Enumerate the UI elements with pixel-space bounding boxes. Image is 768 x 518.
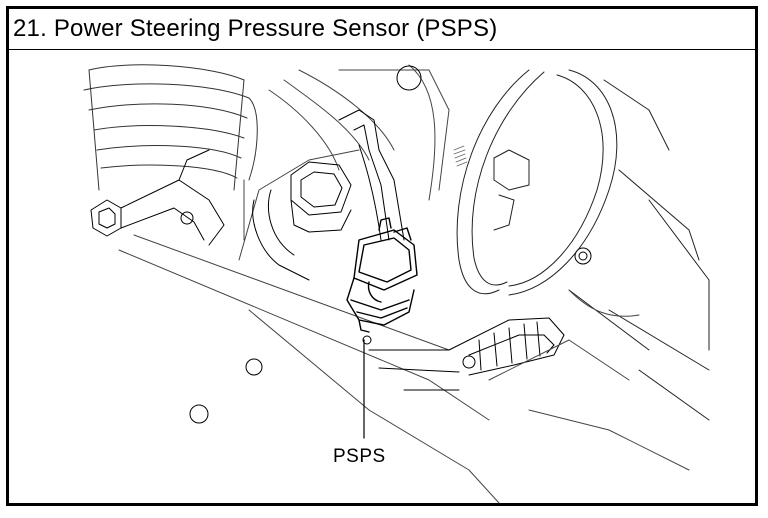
hose-fitting — [368, 317, 565, 391]
title-bar: 21. Power Steering Pressure Sensor (PSPS… — [9, 9, 755, 50]
filter-housing — [83, 64, 258, 191]
mounting-holes — [189, 65, 592, 424]
lower-right-housing — [488, 289, 690, 471]
drive-pulley — [456, 69, 710, 421]
engine-line-drawing — [83, 64, 710, 503]
pressure-line — [338, 109, 405, 241]
engine-block-lines — [118, 64, 500, 503]
hatch-marks — [453, 145, 468, 167]
psps-sensor-body — [346, 217, 418, 333]
psps-callout-label: PSPS — [333, 446, 386, 467]
page-title: 21. Power Steering Pressure Sensor (PSPS… — [13, 15, 498, 42]
diagram-frame: 21. Power Steering Pressure Sensor (PSPS… — [6, 6, 758, 506]
left-bracket-bolt — [90, 149, 225, 246]
center-nut — [252, 161, 352, 281]
